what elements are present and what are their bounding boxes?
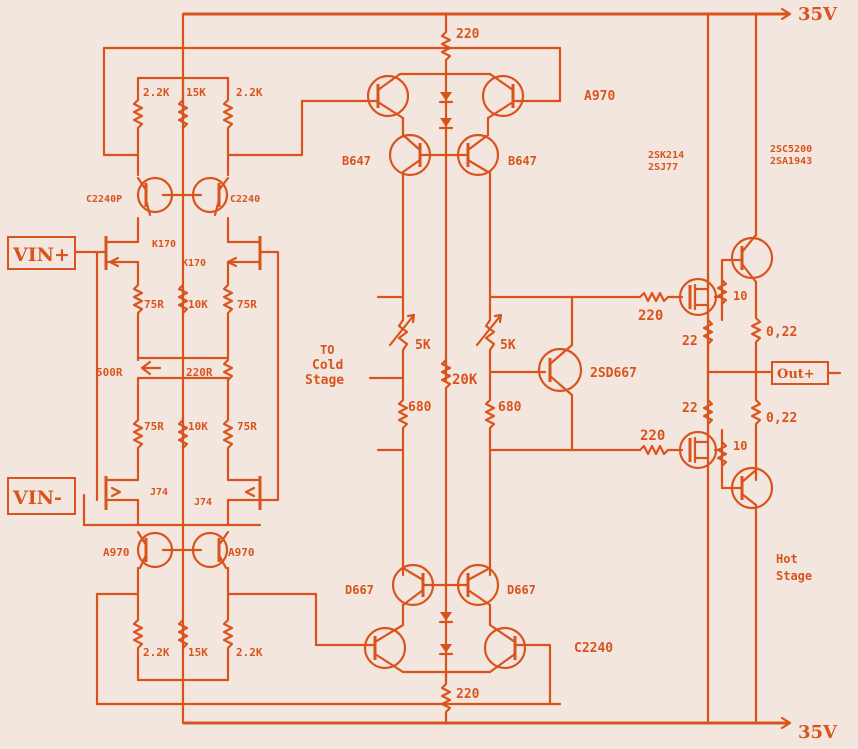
res-220r-label: 220R <box>186 366 213 379</box>
res-680-left-label: 680 <box>408 400 432 415</box>
res-0r22-top-label: 0,22 <box>766 325 797 340</box>
top-rail <box>183 7 792 21</box>
q-a970-right-label: A970 <box>228 546 255 559</box>
vin-plus-label: VIN+ <box>12 244 70 266</box>
output-label: Out+ <box>777 367 815 382</box>
res-2k2-top-right: 2.2K <box>236 86 263 99</box>
bottom-rail <box>183 716 792 730</box>
bjt-type-npn: 2SC5200 <box>770 144 812 155</box>
res-15k-top: 15K <box>186 86 206 99</box>
jfet-j74-right-label: J74 <box>194 497 212 508</box>
output-stage <box>570 12 774 725</box>
hot-stage-label: Stage <box>776 569 812 583</box>
vin-minus-box <box>7 477 76 515</box>
res-10-top-label: 10 <box>733 289 747 303</box>
res-680-right-label: 680 <box>498 400 522 415</box>
res-220-top-label: 220 <box>456 27 480 42</box>
jfet-k170-right-label: K170 <box>182 258 206 269</box>
res-220-gate-top-label: 220 <box>638 308 663 324</box>
res-220-bottom-label: 220 <box>456 687 480 702</box>
mosfet-type-p: 2SJ77 <box>648 162 678 173</box>
trim-5k-left-label: 5K <box>415 338 431 353</box>
bjt-type-pnp: 2SA1943 <box>770 156 812 167</box>
res-15k-bot: 15K <box>188 646 208 659</box>
input-stage <box>72 12 562 725</box>
q-d667-left-label: D667 <box>345 583 374 597</box>
mosfet-type-n: 2SK214 <box>648 150 684 161</box>
res-0r22-bottom-label: 0,22 <box>766 411 797 426</box>
vas-stage <box>363 12 583 725</box>
q-b647-left-label: B647 <box>342 154 371 168</box>
trim-5k-right-label: 5K <box>500 338 516 353</box>
res-2k2-bot-left: 2.2K <box>143 646 170 659</box>
res-10-bottom-label: 10 <box>733 439 747 453</box>
q-2sd667-label: 2SD667 <box>590 366 637 381</box>
to-label: TO <box>320 343 334 357</box>
q-a970-left-label: A970 <box>103 546 130 559</box>
vin-plus-box <box>7 236 76 270</box>
res-2k2-bot-right: 2.2K <box>236 646 263 659</box>
res-75r-top-left: 75R <box>144 298 164 311</box>
pot-500r-label: 500R <box>96 366 123 379</box>
res-20k-label: 20K <box>452 372 478 388</box>
res-220-gate-bottom-label: 220 <box>640 428 665 444</box>
hot-label: Hot <box>776 552 798 566</box>
res-22-bottom-label: 22 <box>682 401 698 416</box>
jfet-j74-left-label: J74 <box>150 487 168 498</box>
cold-label: Cold <box>312 358 343 373</box>
res-75r-top-right: 75R <box>237 298 257 311</box>
q-a970-vas-label: A970 <box>584 89 615 104</box>
stage-label: Stage <box>305 373 344 388</box>
res-2k2-top-left: 2.2K <box>143 86 170 99</box>
q-b647-right-label: B647 <box>508 154 537 168</box>
res-22-top-label: 22 <box>682 334 698 349</box>
res-75r-bot-right: 75R <box>237 420 257 433</box>
res-75r-bot-left: 75R <box>144 420 164 433</box>
q-c2240-label: C2240 <box>230 194 260 205</box>
res-10k-bot: 10K <box>188 420 208 433</box>
q-d667-right-label: D667 <box>507 583 536 597</box>
vin-minus-label: VIN- <box>12 487 62 509</box>
res-10k-top: 10K <box>188 298 208 311</box>
rail-top-label: 35V <box>798 4 838 25</box>
q-c2240p-label: C2240P <box>86 194 122 205</box>
rail-bottom-label: 35V <box>798 722 838 743</box>
q-c2240-vas-label: C2240 <box>574 641 613 656</box>
jfet-k170-left-label: K170 <box>152 239 176 250</box>
